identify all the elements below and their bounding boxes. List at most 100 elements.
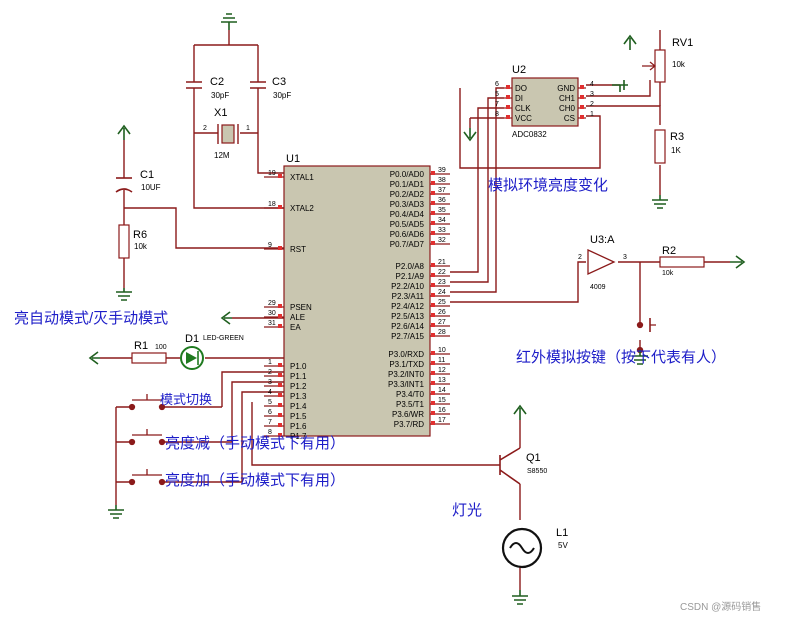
watermark: CSDN @源码销售 bbox=[680, 600, 761, 613]
annotation-mode-switch: 模式切换 bbox=[160, 392, 212, 407]
pin-label: P3.4/T0 bbox=[396, 390, 425, 399]
u3-part: 4009 bbox=[590, 284, 606, 291]
u2-body bbox=[511, 77, 579, 127]
ground-icon bbox=[108, 505, 124, 519]
c3-capacitor: C3 30pF bbox=[250, 76, 291, 100]
pin-number: 32 bbox=[438, 237, 446, 244]
pin-number: 22 bbox=[438, 269, 446, 276]
pin-number: 8 bbox=[495, 111, 499, 118]
pin-number: 16 bbox=[438, 407, 446, 414]
button-brightness-down[interactable] bbox=[128, 429, 166, 446]
l1-lamp: L1 5V bbox=[501, 527, 568, 569]
pin-number: 2 bbox=[590, 101, 594, 108]
c3-value: 30pF bbox=[273, 91, 291, 100]
r1-resistor: R1 100 bbox=[131, 340, 167, 364]
pin-label: DO bbox=[515, 84, 527, 93]
pin-number: 7 bbox=[495, 101, 499, 108]
pin-label: P1.1 bbox=[290, 372, 307, 381]
u2-ref: U2 bbox=[512, 64, 526, 76]
r2-resistor: R2 10k bbox=[659, 245, 705, 277]
rv1-value: 10k bbox=[672, 60, 686, 69]
u3-pin-out: 3 bbox=[623, 254, 627, 261]
pin-number: 12 bbox=[438, 367, 446, 374]
pin-label: CS bbox=[564, 114, 575, 123]
annotation-auto-manual: 亮自动模式/灭手动模式 bbox=[14, 310, 168, 327]
pin-label: P2.6/A14 bbox=[391, 322, 424, 331]
pin-number: 10 bbox=[438, 347, 446, 354]
pin-label: XTAL2 bbox=[290, 204, 314, 213]
vcc-arrow-icon bbox=[513, 404, 527, 420]
pin-number: 19 bbox=[268, 170, 276, 177]
annotation-lamp: 灯光 bbox=[452, 502, 482, 519]
l1-value: 5V bbox=[558, 541, 568, 550]
x1-value: 12M bbox=[214, 151, 230, 160]
vcc-arrow-icon bbox=[463, 128, 477, 142]
pin-number: 38 bbox=[438, 177, 446, 184]
r2-ref: R2 bbox=[662, 245, 676, 257]
pin-label: P3.6/WR bbox=[392, 410, 424, 419]
pin-number: 1 bbox=[590, 111, 594, 118]
r3-ref: R3 bbox=[670, 131, 684, 143]
pin-number: 6 bbox=[268, 409, 272, 416]
pin: 2 P1.1 bbox=[264, 369, 307, 381]
annotation-ir-key: 红外模拟按键（按下代表有人） bbox=[516, 349, 726, 366]
pin-number: 3 bbox=[590, 91, 594, 98]
rv1-ref: RV1 bbox=[672, 37, 693, 49]
pin-number: 8 bbox=[268, 429, 272, 436]
pin-number: 4 bbox=[590, 81, 594, 88]
button-mode[interactable] bbox=[128, 394, 166, 411]
ground-icon bbox=[632, 350, 648, 365]
pin-label: P2.7/A15 bbox=[391, 332, 424, 341]
r1-value: 100 bbox=[155, 344, 167, 351]
c2-value: 30pF bbox=[211, 91, 229, 100]
pin-number: 6 bbox=[495, 81, 499, 88]
pin-label: P2.4/A12 bbox=[391, 302, 424, 311]
pin-number: 14 bbox=[438, 387, 446, 394]
q1-part: S8550 bbox=[527, 468, 547, 475]
annotation-bright-up: 亮度加（手动模式下有用） bbox=[165, 472, 345, 489]
pin: 16 P3.6/WR bbox=[392, 407, 450, 419]
pin-number: 26 bbox=[438, 309, 446, 316]
pin-number: 2 bbox=[268, 369, 272, 376]
pin-label: P2.2/A10 bbox=[391, 282, 424, 291]
pin-label: PSEN bbox=[290, 303, 312, 312]
ground-icon bbox=[116, 288, 132, 301]
pin-number: 33 bbox=[438, 227, 446, 234]
pin-label: P1.5 bbox=[290, 412, 307, 421]
pin-number: 11 bbox=[438, 357, 445, 364]
vcc-arrow-icon bbox=[730, 255, 746, 269]
pin-label: P3.7/RD bbox=[394, 420, 424, 429]
pin-label: P2.3/A11 bbox=[392, 292, 425, 301]
ground-icon bbox=[652, 195, 668, 209]
d1-led: D1 LED-GREEN bbox=[180, 333, 244, 370]
c3-ref: C3 bbox=[272, 76, 286, 88]
pin-label: P0.6/AD6 bbox=[390, 230, 425, 239]
d1-ref: D1 bbox=[185, 333, 199, 345]
u3-ref: U3:A bbox=[590, 234, 615, 246]
pin-label: P0.4/AD4 bbox=[390, 210, 425, 219]
pin-label: P2.5/A13 bbox=[391, 312, 424, 321]
pin-number: 24 bbox=[438, 289, 446, 296]
pin-label: P0.1/AD1 bbox=[390, 180, 425, 189]
button-brightness-up[interactable] bbox=[128, 469, 166, 486]
pin: 26 P2.5/A13 bbox=[391, 309, 450, 321]
button-ir[interactable] bbox=[636, 318, 657, 354]
pin-label: DI bbox=[515, 94, 523, 103]
